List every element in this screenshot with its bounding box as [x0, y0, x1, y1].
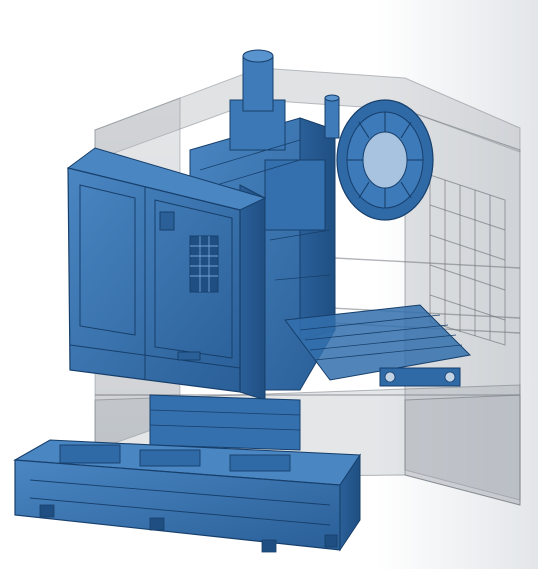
cabinet-latch	[159, 211, 175, 231]
cabinet-handle	[177, 351, 201, 361]
electrical-cabinet	[66, 147, 267, 401]
enclosure-front-door	[404, 394, 521, 506]
enclosure-window-grid	[429, 174, 506, 346]
machine-base	[13, 394, 361, 553]
spindle-motor	[242, 49, 340, 139]
leveling-feet	[39, 504, 338, 553]
cabinet-vent	[189, 235, 219, 293]
tool-magazine	[336, 99, 434, 221]
work-table	[284, 304, 472, 387]
